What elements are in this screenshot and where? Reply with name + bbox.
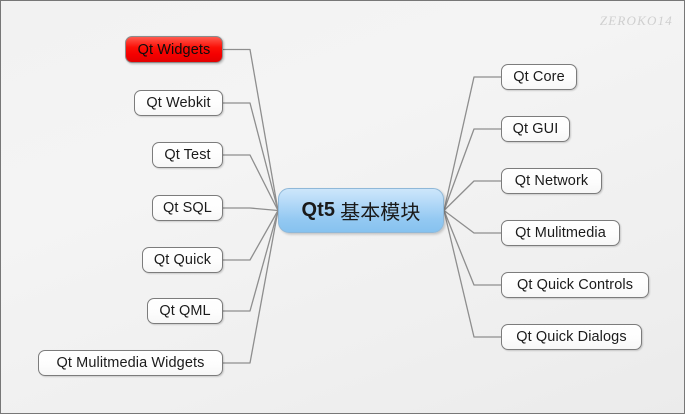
node-label: Qt Mulitmedia	[515, 225, 606, 241]
node-label: Qt Quick Dialogs	[516, 329, 627, 345]
mindmap-node-qt-quick[interactable]: Qt Quick	[142, 247, 223, 273]
center-node-label-bold: Qt5	[301, 199, 336, 221]
mindmap-node-qt-test[interactable]: Qt Test	[152, 142, 223, 168]
edge-qt-test	[222, 154, 279, 212]
mindmap-node-qt-core[interactable]: Qt Core	[501, 64, 577, 90]
edge-qt-webkit	[222, 102, 279, 212]
mindmap-node-qt-sql[interactable]: Qt SQL	[152, 195, 223, 221]
node-label: Qt Test	[164, 147, 211, 163]
mindmap-node-qt-quick-dialogs[interactable]: Qt Quick Dialogs	[501, 324, 642, 350]
node-label: Qt Quick Controls	[516, 277, 634, 293]
node-label: Qt Widgets	[137, 41, 211, 58]
edge-qt-mulitmedia	[443, 209, 502, 234]
mindmap-node-qt-webkit[interactable]: Qt Webkit	[134, 90, 223, 116]
edge-qt-quick-controls	[443, 209, 502, 286]
center-node-label-rest: 基本模块	[340, 200, 421, 224]
edge-qt-quick	[222, 209, 279, 261]
edge-qt-mulitmedia-widgets	[222, 209, 279, 364]
node-label: Qt Core	[513, 69, 565, 85]
watermark-label: ZEROKO14	[599, 13, 673, 28]
node-label: Qt Quick	[153, 252, 212, 268]
edge-qt-network	[443, 180, 502, 212]
mindmap-node-qt-widgets[interactable]: Qt Widgets	[125, 36, 223, 63]
node-label: Qt SQL	[163, 200, 212, 216]
node-label: Qt Network	[514, 173, 589, 189]
mindmap-node-qt-gui[interactable]: Qt GUI	[501, 116, 570, 142]
edge-qt-qml	[222, 209, 279, 312]
node-label: Qt QML	[159, 303, 211, 319]
edge-qt-gui	[443, 128, 502, 212]
node-label: Qt Webkit	[146, 95, 211, 111]
mindmap-node-qt-network[interactable]: Qt Network	[501, 168, 602, 194]
mindmap-node-qt-quick-controls[interactable]: Qt Quick Controls	[501, 272, 649, 298]
node-label: Qt Mulitmedia Widgets	[56, 355, 205, 371]
mindmap-node-qt-mulitmedia[interactable]: Qt Mulitmedia	[501, 220, 620, 246]
edge-qt-quick-dialogs	[443, 209, 502, 338]
edge-qt-sql	[222, 207, 279, 212]
mindmap-node-qt-mulitmedia-widgets[interactable]: Qt Mulitmedia Widgets	[38, 350, 223, 376]
edge-qt-core	[443, 76, 502, 212]
mindmap-node-qt-qml[interactable]: Qt QML	[147, 298, 223, 324]
edge-qt-widgets	[222, 48, 279, 212]
node-label: Qt GUI	[512, 121, 559, 137]
